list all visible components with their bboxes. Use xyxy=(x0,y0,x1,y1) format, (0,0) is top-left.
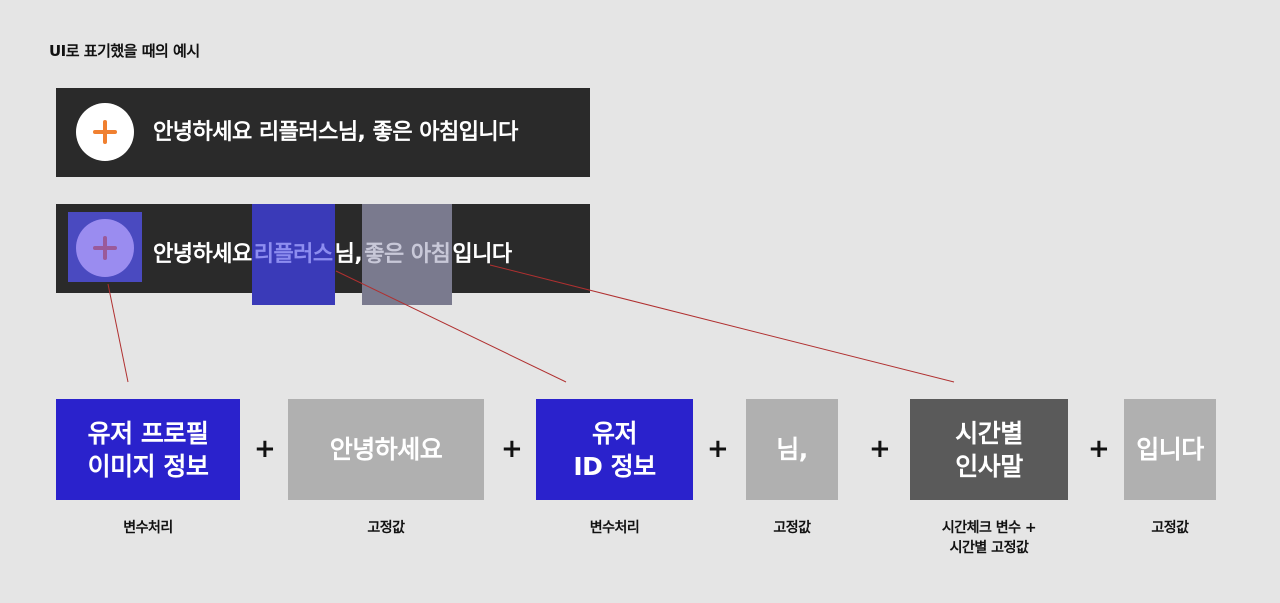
profile-avatar[interactable] xyxy=(76,103,134,161)
box-user-id-line2: ID 정보 xyxy=(573,451,656,481)
caption-hello: 고정값 xyxy=(367,520,405,536)
greeting-text-annotated: 안녕하세요 리플러스님, 좋은 아침입니다 xyxy=(153,204,512,305)
greeting-end-segment: 입니다 xyxy=(452,242,512,267)
greeting-nim-segment: 님, xyxy=(334,242,363,267)
profile-avatar-annotated xyxy=(76,219,134,277)
box-time-line1: 시간별 xyxy=(955,418,1023,448)
caption-profile: 변수처리 xyxy=(123,520,173,536)
caption-time-greeting: 시간체크 변수 + 시간별 고정값 xyxy=(900,518,1078,558)
greeting-banner-rendered: 안녕하세요 리플러스님, 좋은 아침입니다 xyxy=(56,88,590,177)
plus-icon-vertical xyxy=(103,120,107,144)
caption-time-line1: 시간체크 변수 + xyxy=(941,520,1037,536)
plus-sign: + xyxy=(869,434,891,464)
plus-sign: + xyxy=(254,434,276,464)
time-greeting-highlight: 좋은 아침 xyxy=(362,204,453,305)
box-end: 입니다 xyxy=(1124,399,1216,500)
box-profile-line2: 이미지 정보 xyxy=(87,451,209,481)
greeting-hello-segment: 안녕하세요 xyxy=(153,242,252,267)
caption-time-line2: 시간별 고정값 xyxy=(949,540,1029,556)
user-id-highlight: 리플러스 xyxy=(251,204,335,305)
box-nim: 님, xyxy=(746,399,838,500)
connector-profile xyxy=(107,283,129,383)
page-title: UI로 표기했을 때의 예시 xyxy=(49,42,200,60)
plus-icon-vertical xyxy=(103,236,107,260)
caption-user-id: 변수처리 xyxy=(589,520,640,536)
greeting-banner-annotated: 안녕하세요 리플러스님, 좋은 아침입니다 xyxy=(56,204,590,305)
plus-sign: + xyxy=(1088,434,1110,464)
caption-nim: 고정값 xyxy=(773,520,811,536)
plus-sign: + xyxy=(707,434,729,464)
box-hello: 안녕하세요 xyxy=(288,399,484,500)
plus-sign: + xyxy=(501,434,523,464)
box-user-id-line1: 유저 xyxy=(591,418,638,448)
greeting-text: 안녕하세요 리플러스님, 좋은 아침입니다 xyxy=(153,120,518,145)
box-profile-line1: 유저 프로필 xyxy=(87,418,209,448)
caption-end: 고정값 xyxy=(1151,520,1189,536)
box-time-line2: 인사말 xyxy=(955,451,1023,481)
